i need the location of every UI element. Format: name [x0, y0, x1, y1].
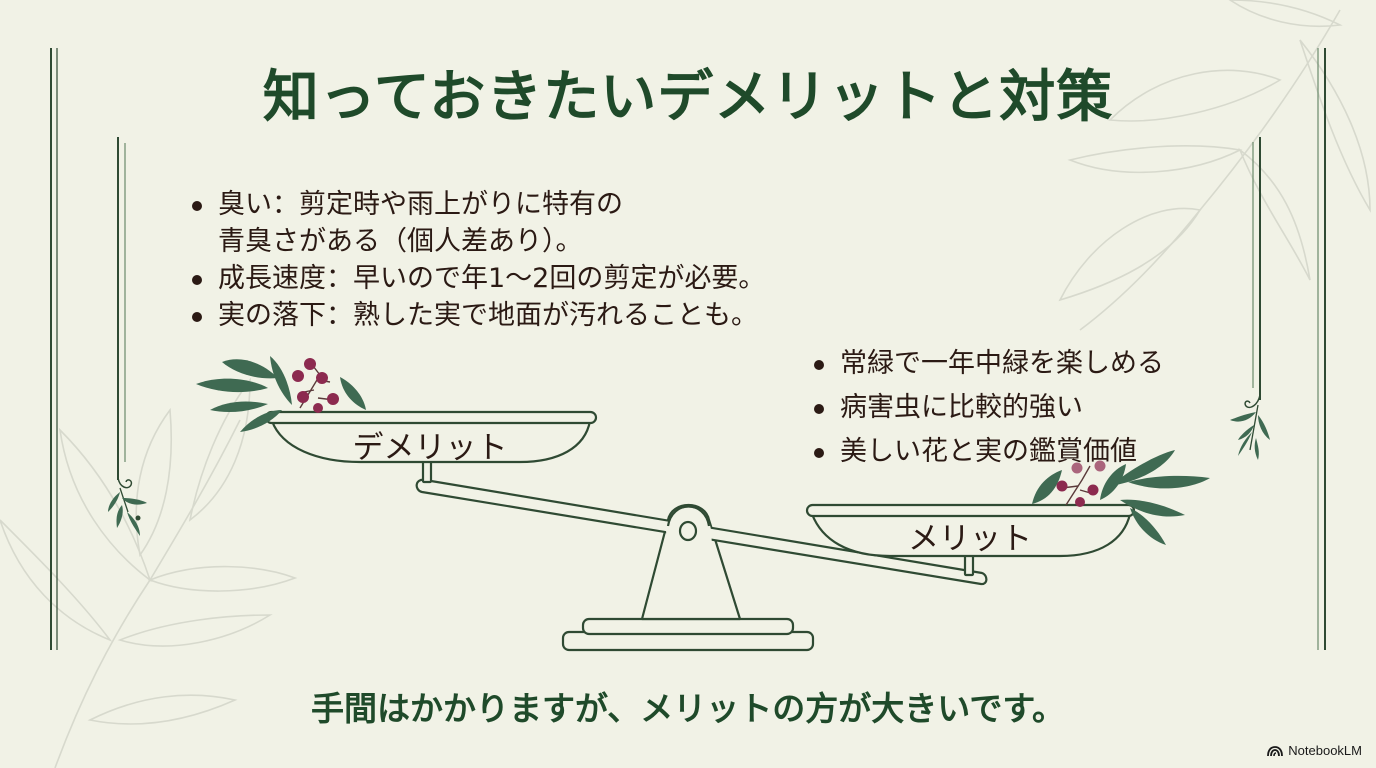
- demerit-item-text-cont: 青臭さがある（個人差あり）。: [218, 226, 583, 257]
- conclusion-text: 手間はかかりますが、メリットの方が大きいです。: [310, 689, 1066, 728]
- brand-watermark: NotebookLM: [1267, 743, 1362, 758]
- merit-item: 美しい花と実の鑑賞価値: [810, 430, 1230, 474]
- demerit-item: 実の落下：熟した実で地面が汚れることも。: [188, 297, 808, 334]
- sketch-leaves-top-right-icon: [1058, 0, 1371, 331]
- left-border-lines: [50, 48, 126, 650]
- brand-label: NotebookLM: [1288, 743, 1362, 758]
- demerit-item-text: 臭い：剪定時や雨上がりに特有の: [218, 189, 623, 220]
- merit-item: 病害虫に比較的強い: [810, 386, 1230, 430]
- page-title: 知っておきたいデメリットと対策: [262, 64, 1114, 130]
- demerit-item-text: 成長速度：早いので年1〜2回の剪定が必要。: [218, 263, 766, 294]
- demerit-item: 成長速度：早いので年1〜2回の剪定が必要。: [188, 260, 808, 297]
- left-vine-ornament-icon: [108, 477, 147, 536]
- demerit-item-text: 実の落下：熟した実で地面が汚れることも。: [218, 300, 758, 331]
- demerits-list: 臭い：剪定時や雨上がりに特有の 青臭さがある（個人差あり）。 成長速度：早いので…: [188, 186, 808, 334]
- right-vine-ornament-icon: [1230, 394, 1270, 460]
- merit-pan-label: メリット: [908, 521, 1032, 557]
- merit-item: 常緑で一年中緑を楽しめる: [810, 342, 1230, 386]
- demerit-pan-label: デメリット: [352, 430, 508, 466]
- right-border-lines: [1252, 48, 1326, 650]
- left-pan-foliage-icon: [196, 356, 366, 432]
- merits-list: 常緑で一年中緑を楽しめる 病害虫に比較的強い 美しい花と実の鑑賞価値: [810, 342, 1230, 474]
- notebooklm-logo-icon: [1267, 745, 1284, 756]
- demerit-item: 臭い：剪定時や雨上がりに特有の 青臭さがある（個人差あり）。: [188, 186, 808, 260]
